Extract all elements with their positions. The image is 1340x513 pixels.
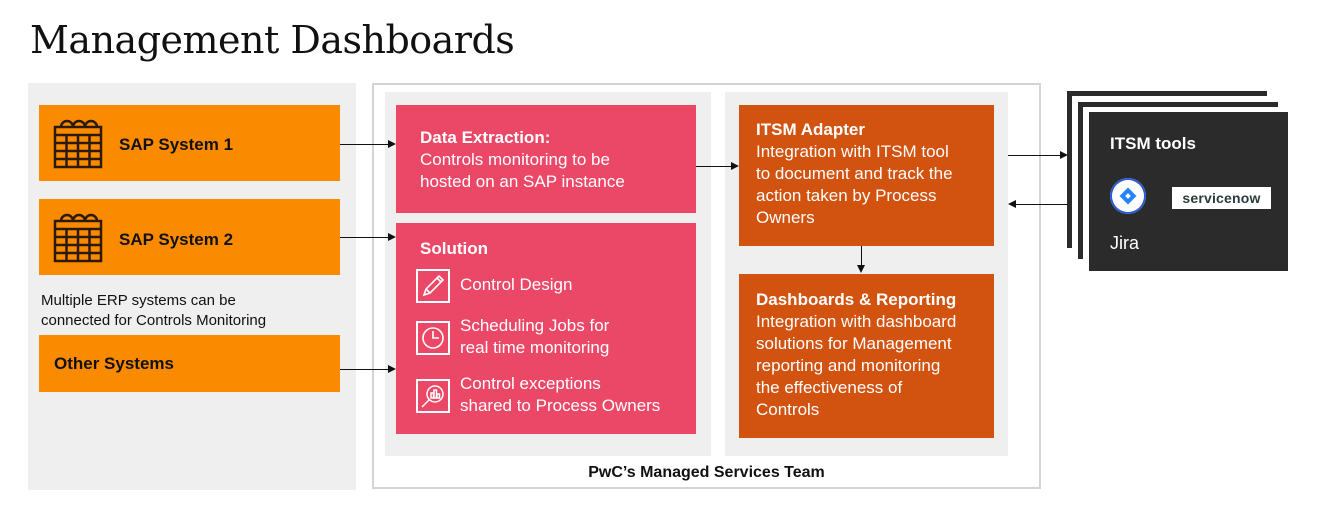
erp-note: Multiple ERP systems can be connected fo…: [41, 291, 266, 331]
connector-extraction-to-itsm-adapter: [696, 166, 731, 167]
solution-item-control-design: Control Design: [416, 269, 572, 303]
solution-title: Solution: [420, 239, 488, 258]
itsm-adapter-card: ITSM Adapter Integration with ITSM tool …: [739, 105, 994, 246]
solution-item-text: Scheduling Jobs for: [460, 316, 610, 335]
arrow-head-right: [731, 162, 739, 170]
erp-note-line2: connected for Controls Monitoring: [41, 312, 267, 329]
erp-note-line1: Multiple ERP systems can be: [41, 292, 236, 309]
data-extraction-line1: Controls monitoring to be: [420, 150, 610, 169]
connector-sap1-to-extraction: [340, 144, 388, 145]
source-sap-system-1: SAP System 1: [39, 105, 340, 181]
itsm-tools-card: ITSM tools servicenow Jira: [1089, 112, 1288, 271]
pencil-icon: [416, 269, 450, 303]
connector-sap2-to-solution: [340, 237, 388, 238]
dashboards-line: solutions for Management: [756, 334, 952, 353]
calendar-grid-icon: [53, 213, 103, 263]
arrow-head-right: [1060, 151, 1068, 159]
itsm-tools-title: ITSM tools: [1110, 134, 1196, 153]
itsm-adapter-line: to document and track the: [756, 164, 953, 183]
connector-other-to-solution: [340, 369, 388, 370]
data-extraction-card: Data Extraction: Controls monitoring to …: [396, 105, 696, 213]
solution-item-text: real time monitoring: [460, 338, 610, 357]
connector-adapter-to-itsm-tools: [1008, 155, 1060, 156]
arrow-head-right: [388, 365, 396, 373]
arrow-head-right: [388, 233, 396, 241]
calendar-grid-icon: [53, 119, 103, 169]
page-title: Management Dashboards: [30, 18, 515, 62]
dashboards-line: the effectiveness of: [756, 378, 903, 397]
source-label: SAP System 1: [119, 135, 234, 154]
data-extraction-line2: hosted on an SAP instance: [420, 172, 625, 191]
clock-icon: [416, 321, 450, 355]
dashboards-line: reporting and monitoring: [756, 356, 941, 375]
solution-item-text: shared to Process Owners: [460, 396, 661, 415]
itsm-adapter-line: action taken by Process: [756, 186, 937, 205]
source-label: Other Systems: [54, 354, 174, 373]
solution-item-text: Control exceptions: [460, 374, 601, 393]
servicenow-logo: servicenow: [1172, 187, 1271, 209]
solution-item-text: Control Design: [460, 275, 573, 294]
itsm-adapter-line: Owners: [756, 208, 815, 227]
connector-itsm-tools-to-adapter: [1016, 204, 1068, 205]
data-extraction-title: Data Extraction:: [420, 128, 551, 147]
magnifier-chart-icon: [416, 379, 450, 413]
source-sap-system-2: SAP System 2: [39, 199, 340, 275]
source-other-systems: Other Systems: [39, 335, 340, 392]
source-label: SAP System 2: [119, 230, 234, 249]
dashboards-reporting-card: Dashboards & Reporting Integration with …: [739, 274, 994, 438]
arrow-head-left: [1008, 200, 1016, 208]
dashboards-line: Controls: [756, 400, 820, 419]
solution-item-exceptions: Control exceptions shared to Process Own…: [416, 373, 660, 417]
arrow-head-right: [388, 140, 396, 148]
itsm-adapter-line: Integration with ITSM tool: [756, 142, 949, 161]
managed-services-label: PwC’s Managed Services Team: [588, 464, 825, 481]
jira-logo-icon: [1110, 178, 1146, 214]
dashboards-line: Integration with dashboard: [756, 312, 957, 331]
solution-item-scheduling: Scheduling Jobs for real time monitoring: [416, 315, 609, 359]
arrow-head-down: [857, 265, 865, 273]
itsm-adapter-title: ITSM Adapter: [756, 120, 865, 139]
connector-adapter-to-dashboards: [861, 246, 862, 266]
solution-card: Solution Control Design Scheduling Jobs …: [396, 223, 696, 434]
dashboards-title: Dashboards & Reporting: [756, 290, 957, 309]
jira-label: Jira: [1110, 233, 1140, 253]
